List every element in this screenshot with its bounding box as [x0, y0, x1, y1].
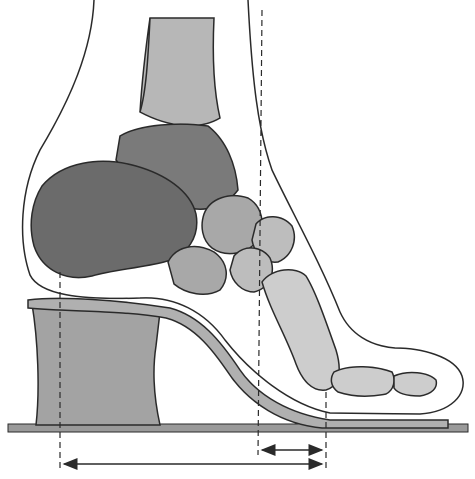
- tibia-bone: [140, 18, 220, 126]
- distal-phalanx-bone: [394, 373, 436, 396]
- shoe-heel: [32, 304, 160, 425]
- proximal-phalanx-bone: [331, 367, 394, 396]
